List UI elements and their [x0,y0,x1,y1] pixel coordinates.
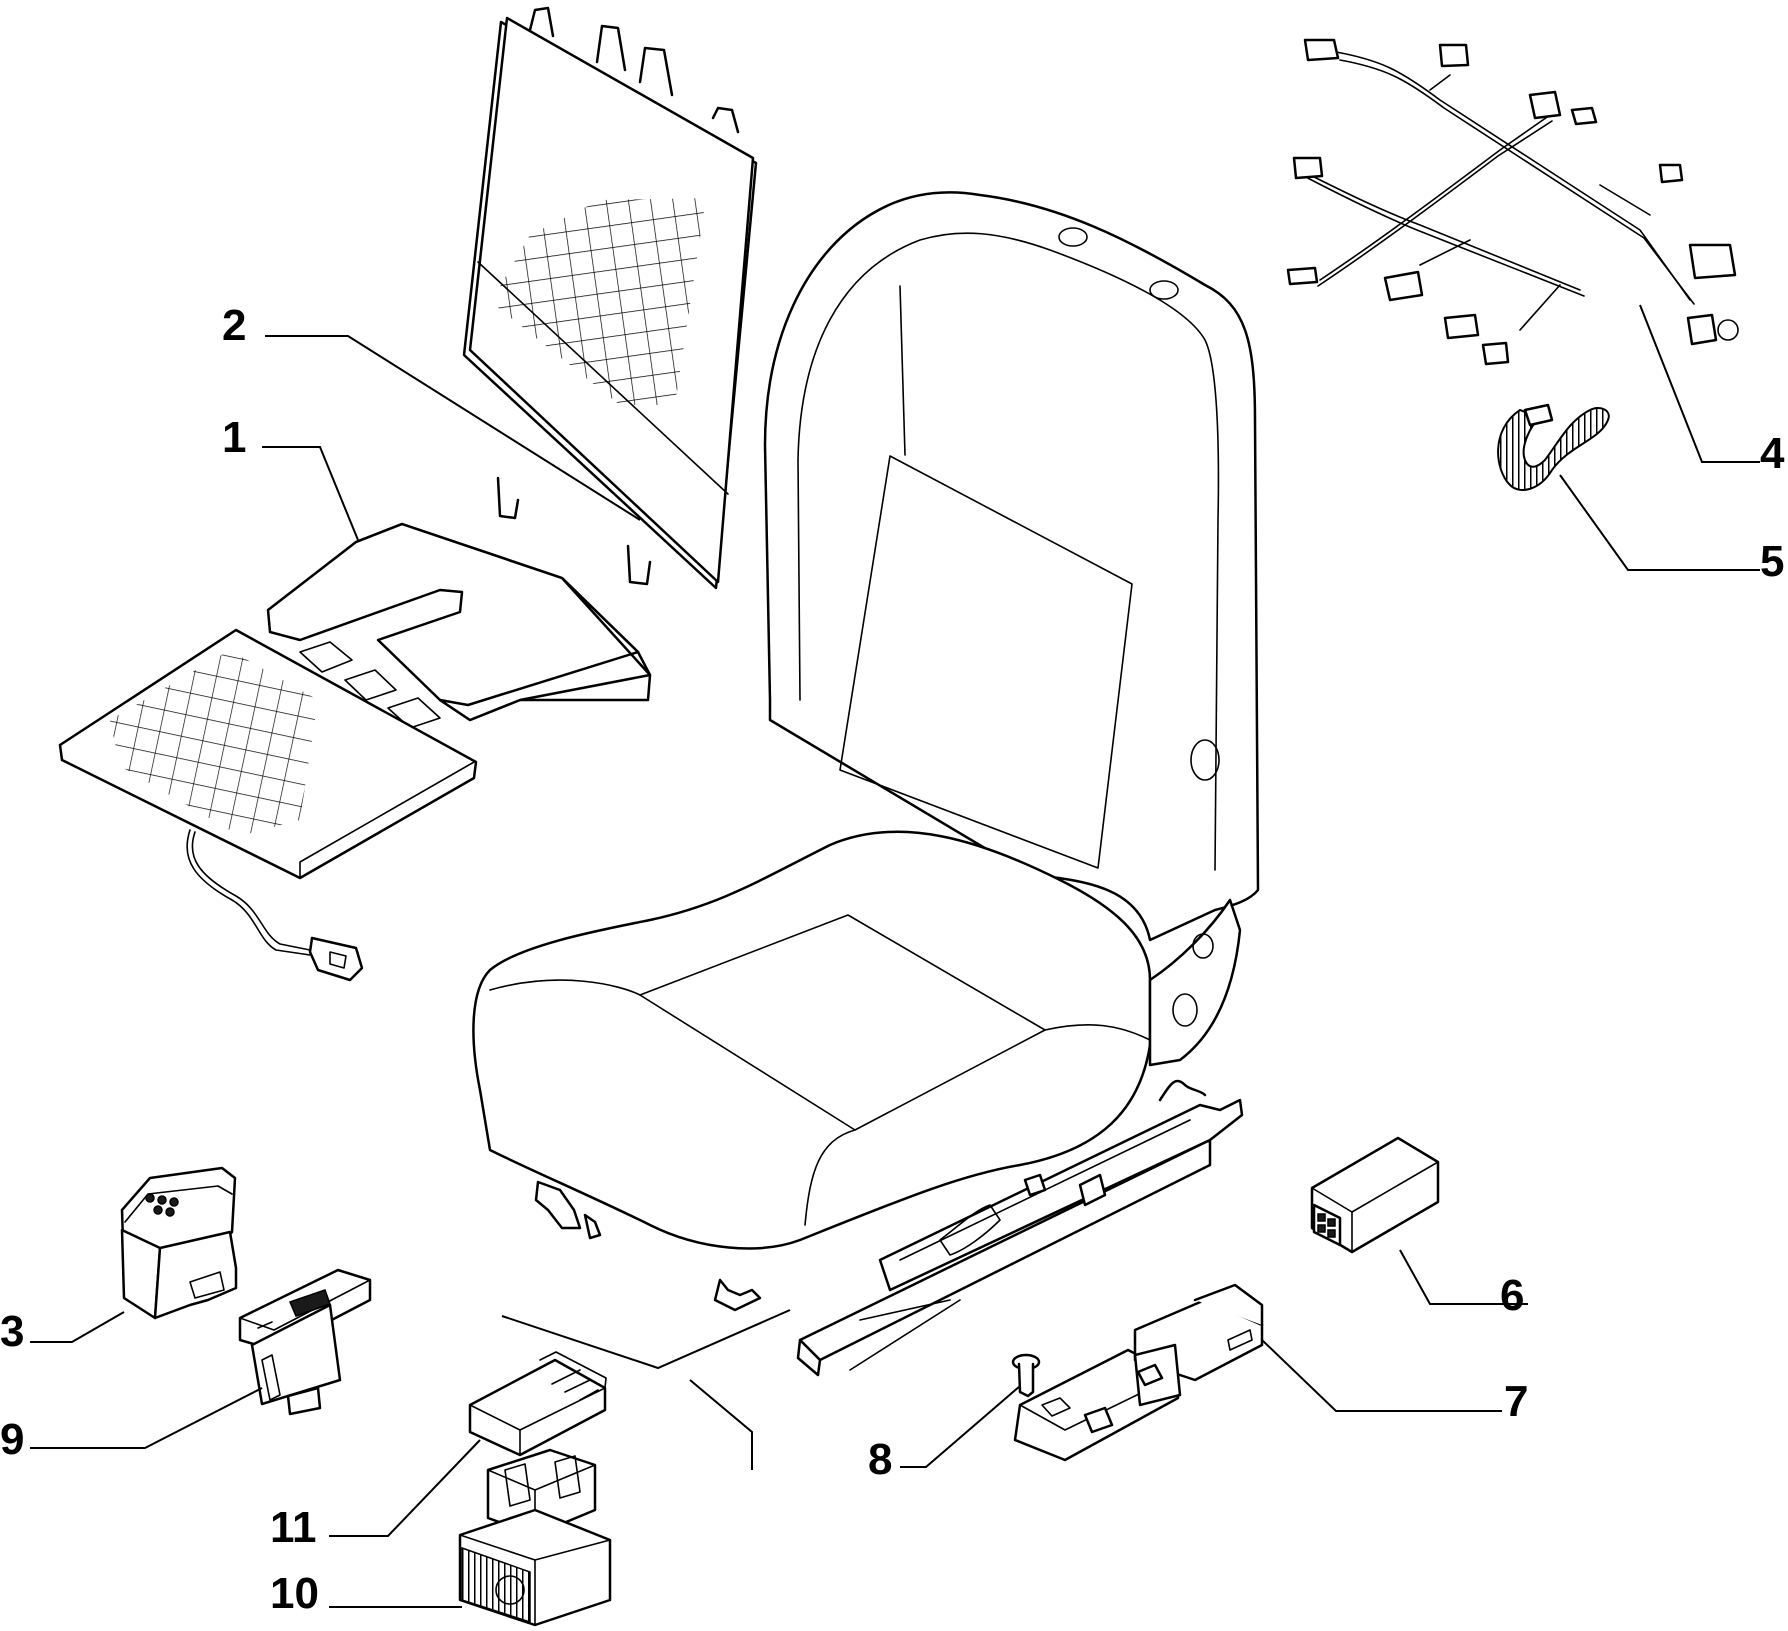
callout-numbers: 1 2 3 4 5 6 7 8 9 10 11 [0,301,1785,1618]
leader-3 [30,1311,125,1343]
callout-10: 10 [270,1569,319,1618]
backrest-heater-panel [462,6,758,590]
callout-1: 1 [222,413,246,462]
callout-11: 11 [270,1503,317,1552]
screw [1011,1353,1041,1398]
seat-switch-3 [120,1166,238,1320]
leader-2 [265,335,641,521]
leader-lines [30,304,1760,1608]
callout-9: 9 [0,1415,24,1464]
callout-8: 8 [868,1435,892,1484]
callout-7: 7 [1504,1377,1528,1426]
callout-3: 3 [0,1307,24,1356]
leader-seat-a [501,1309,791,1370]
leader-seat-b [689,1379,753,1470]
callout-5: 5 [1760,537,1784,586]
leader-1 [262,446,359,541]
switch-housing-10 [458,1448,612,1627]
wiring-harness [1286,38,1739,366]
callout-6: 6 [1500,1271,1524,1320]
leader-6 [1399,1249,1528,1305]
seat-assembly [472,191,1260,1377]
callout-2: 2 [222,301,246,350]
seat-switch-assembly [1013,1283,1264,1462]
leader-8 [900,1385,1021,1468]
window-switch-9 [238,1268,372,1416]
cable-clip [1497,403,1610,491]
cushion-heater-panel [58,522,652,982]
leader-4 [1639,304,1760,463]
leader-5 [1559,474,1760,571]
switch-cap-11 [468,1351,607,1457]
leader-7 [1261,1339,1502,1412]
control-unit [1310,1136,1440,1254]
callout-4: 4 [1760,429,1785,478]
leader-11 [329,1439,481,1537]
leader-9 [30,1387,263,1449]
